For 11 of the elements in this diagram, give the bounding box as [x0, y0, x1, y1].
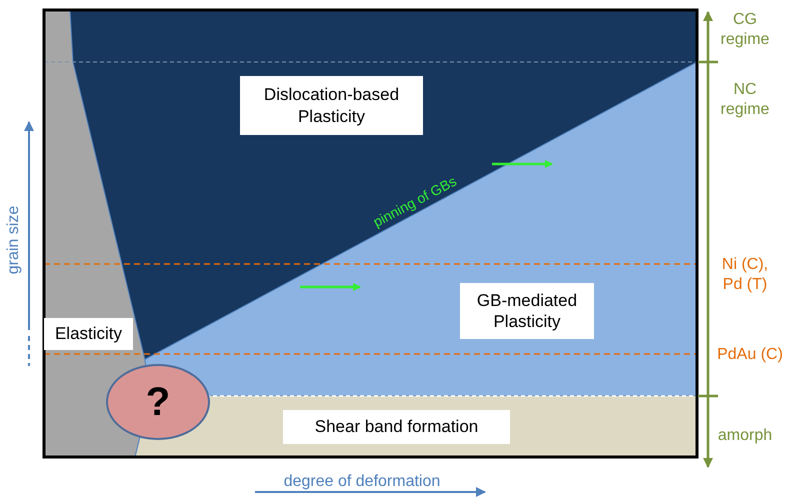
region-label: Shear band formation — [283, 410, 510, 444]
region-label: Elasticity — [44, 318, 133, 350]
material-label: Ni (C), Pd (T) — [720, 255, 770, 295]
regime-label: CG regime — [720, 10, 770, 50]
region-label: GB-mediated Plasticity — [460, 283, 594, 339]
region-label: Dislocation-based Plasticity — [240, 76, 423, 135]
regime-label: amorph — [718, 426, 772, 446]
regime-label: NC regime — [720, 80, 770, 120]
material-label: PdAu (C) — [717, 345, 783, 365]
axis-label: degree of deformation — [284, 472, 440, 492]
axis-label: grain size — [4, 206, 23, 274]
